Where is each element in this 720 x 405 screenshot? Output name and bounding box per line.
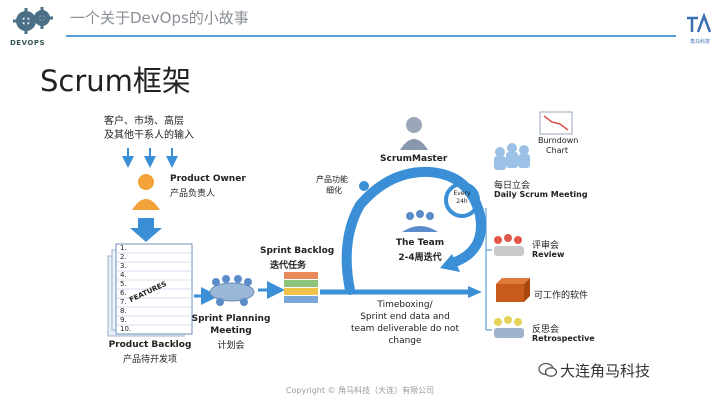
input-arrows bbox=[122, 148, 178, 168]
product-function-line-1: 产品功能 bbox=[316, 175, 348, 184]
sprint-backlog-en: Sprint Backlog bbox=[260, 246, 335, 256]
wechat-icon bbox=[538, 362, 558, 377]
burndown-label-1: Burndown bbox=[538, 136, 579, 145]
every-24h-label: 24h bbox=[456, 198, 468, 205]
product-function-line-2: 细化 bbox=[326, 186, 342, 195]
burndown-label-2: Chart bbox=[546, 146, 568, 155]
product-backlog-zh: 产品待开发项 bbox=[122, 355, 177, 365]
scrum-master-label: ScrumMaster bbox=[380, 154, 448, 164]
retro-zh: 反思会 bbox=[532, 325, 560, 335]
sprint-cycle-loop bbox=[341, 166, 486, 295]
inputs-label-line-2: 及其他干系人的输入 bbox=[104, 130, 194, 141]
product-function-dot bbox=[359, 181, 369, 191]
product-backlog-stack bbox=[107, 243, 193, 337]
timeboxing-line-2: Sprint end data and bbox=[360, 312, 450, 322]
devops-gear-logo-icon bbox=[13, 7, 53, 34]
backlog-item: 7. bbox=[120, 298, 127, 306]
review-zh: 评审会 bbox=[532, 241, 560, 251]
review-meeting-icon bbox=[494, 234, 524, 256]
timeboxing-line-4: change bbox=[388, 336, 422, 346]
backlog-item: 2. bbox=[120, 253, 127, 261]
inputs-label-line-1: 客户、市场、高层 bbox=[104, 116, 184, 127]
backlog-item: 6. bbox=[120, 289, 127, 297]
review-en: Review bbox=[532, 250, 565, 259]
daily-meeting-en: Daily Scrum Meeting bbox=[494, 190, 588, 199]
team-icon bbox=[402, 210, 438, 232]
brand-logo-icon bbox=[687, 12, 712, 33]
daily-meeting-zh: 每日立会 bbox=[494, 181, 531, 191]
every-label: Every bbox=[453, 190, 471, 197]
team-en: The Team bbox=[395, 238, 445, 248]
retrospective-meeting-icon bbox=[494, 316, 524, 338]
backlog-item: 8. bbox=[120, 307, 127, 315]
team-zh: 2-4周迭代 bbox=[398, 253, 442, 263]
sprint-backlog-zh: 迭代任务 bbox=[270, 261, 307, 271]
burndown-chart-icon bbox=[539, 111, 573, 135]
backlog-list: 1. 2. 3. 4. 5. 6. 7. 8. 9. 10. bbox=[120, 244, 190, 334]
timeboxing-line-1: Timeboxing/ bbox=[377, 300, 433, 310]
daily-cycle-circle bbox=[444, 182, 480, 218]
watermark-text: 大连角马科技 bbox=[560, 362, 651, 380]
brand-small-text: 角马科技 bbox=[690, 39, 711, 45]
logo-text: DEVOPS bbox=[10, 39, 46, 47]
backlog-item: 1. bbox=[120, 244, 127, 252]
sprint-planning-en-2: Meeting bbox=[210, 326, 252, 336]
retro-en: Retrospective bbox=[532, 334, 595, 343]
product-owner-en: Product Owner bbox=[170, 174, 246, 184]
sprint-planning-zh: 计划会 bbox=[217, 341, 245, 351]
backlog-item: 10. bbox=[120, 325, 132, 333]
backlog-item: 5. bbox=[120, 280, 127, 288]
backlog-item: 3. bbox=[120, 262, 127, 270]
sprint-backlog-stack bbox=[284, 272, 318, 303]
working-software-box-icon bbox=[496, 278, 530, 302]
daily-scrum-people-icon bbox=[494, 143, 530, 170]
working-software-label: 可工作的软件 bbox=[534, 291, 589, 301]
po-to-backlog-arrow bbox=[130, 218, 162, 242]
sprint-planning-en-1: Sprint Planning bbox=[191, 314, 271, 324]
product-backlog-en: Product Backlog bbox=[108, 340, 192, 350]
header-title: 一个关于DevOps的小故事 bbox=[70, 9, 249, 27]
backlog-item: 4. bbox=[120, 271, 127, 279]
copyright-footer: Copyright © 角马科技（大连）有限公司 bbox=[285, 386, 435, 395]
slide-title: Scrum框架 bbox=[40, 64, 191, 98]
product-owner-person-icon bbox=[132, 174, 160, 210]
backlog-item: 9. bbox=[120, 316, 127, 324]
product-owner-zh: 产品负责人 bbox=[170, 189, 216, 199]
timeboxing-line-3: team deliverable do not bbox=[351, 324, 459, 334]
header-divider bbox=[66, 35, 676, 37]
planning-meeting-icon bbox=[209, 275, 255, 306]
scrum-master-person-icon bbox=[400, 117, 428, 150]
